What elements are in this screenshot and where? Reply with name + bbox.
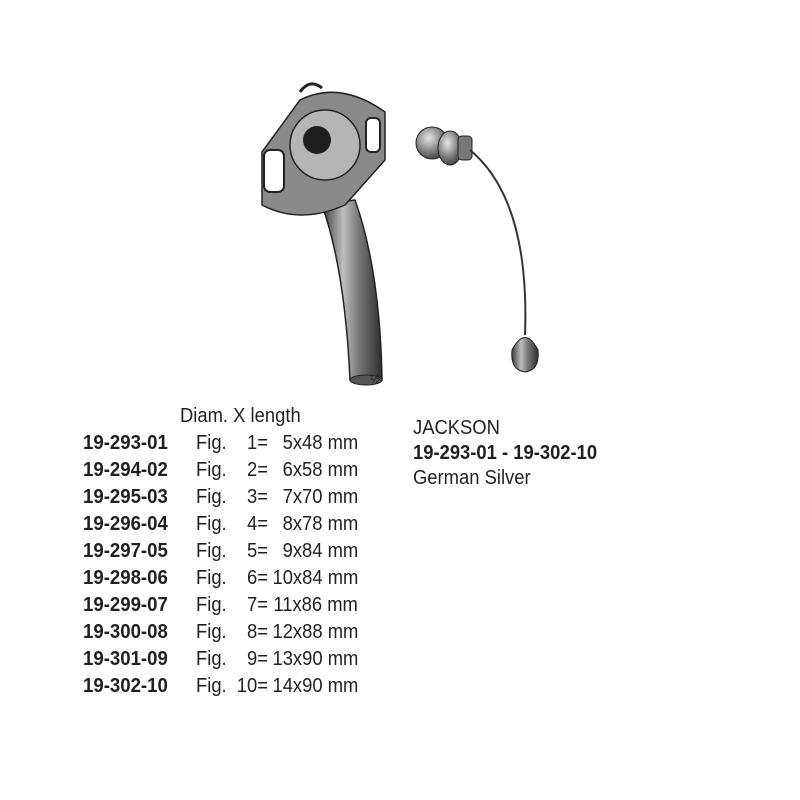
- size-value: 14x90 mm: [272, 675, 358, 697]
- size-value: 9x84 mm: [282, 540, 358, 562]
- plug-tip: [511, 337, 539, 373]
- table-row: 19-299-07 Fig. 7=11x86 mm: [83, 593, 373, 620]
- fig-label: Fig.: [196, 486, 227, 508]
- cannula-tube: [320, 199, 383, 381]
- table-header: Diam. X length: [180, 405, 301, 427]
- table-row: 19-297-05 Fig. 5= 9x84 mm: [83, 539, 373, 566]
- item-code: 19-300-08: [83, 621, 168, 643]
- item-code: 19-299-07: [83, 594, 168, 616]
- plug-stem: [457, 135, 473, 161]
- size-value: 12x88 mm: [272, 621, 358, 643]
- table-row: 19-296-04 Fig. 4= 8x78 mm: [83, 512, 373, 539]
- fig-label: Fig.: [196, 648, 227, 670]
- table-row: 19-301-09 Fig. 9=13x90 mm: [83, 647, 373, 674]
- item-code: 19-297-05: [83, 540, 168, 562]
- fig-number: 4=: [246, 513, 268, 535]
- product-info: JACKSON 19-293-01 - 19-302-10 German Sil…: [413, 416, 597, 491]
- fig-number: 5=: [246, 540, 268, 562]
- table-row: 19-300-08 Fig. 8=12x88 mm: [83, 620, 373, 647]
- tube-opening: [349, 374, 383, 386]
- product-code-range: 19-293-01 - 19-302-10: [413, 442, 598, 464]
- table-row: 19-294-02 Fig. 2= 6x58 mm: [83, 458, 373, 485]
- fig-label: Fig.: [196, 621, 227, 643]
- fig-label: Fig.: [196, 459, 227, 481]
- size-value: 6x58 mm: [282, 459, 358, 481]
- size-value: 11x86 mm: [273, 594, 358, 616]
- scale-label: ½: [370, 372, 381, 386]
- fig-label: Fig.: [196, 567, 227, 589]
- table-row: 19-295-03 Fig. 3= 7x70 mm: [83, 485, 373, 512]
- size-value: 13x90 mm: [272, 648, 358, 670]
- fig-label: Fig.: [196, 594, 227, 616]
- tube-lumen: [303, 126, 331, 154]
- fig-number: 1=: [246, 432, 268, 454]
- fig-label: Fig.: [196, 675, 227, 697]
- tracheostomy-tube-illustration: [261, 82, 539, 386]
- fig-label: Fig.: [196, 513, 227, 535]
- size-value: 7x70 mm: [282, 486, 358, 508]
- plug-chain: [469, 149, 527, 336]
- item-code: 19-294-02: [83, 459, 168, 481]
- tape-slot-right: [365, 117, 381, 153]
- fig-number: 7=: [246, 594, 268, 616]
- size-value: 10x84 mm: [272, 567, 358, 589]
- locking-latch: [298, 82, 323, 93]
- item-code: 19-296-04: [83, 513, 168, 535]
- item-code: 19-301-09: [83, 648, 168, 670]
- product-material: German Silver: [413, 467, 531, 489]
- product-name: JACKSON: [413, 417, 500, 439]
- size-value: 8x78 mm: [282, 513, 358, 535]
- fig-number: 10=: [236, 675, 268, 697]
- item-code: 19-302-10: [83, 675, 168, 697]
- table-row: 19-302-10 Fig. 10=14x90 mm: [83, 674, 373, 701]
- fig-number: 9=: [246, 648, 268, 670]
- item-code: 19-293-01: [83, 432, 168, 454]
- table-row: 19-293-01 Fig. 1= 5x48 mm: [83, 431, 373, 458]
- item-code: 19-298-06: [83, 567, 168, 589]
- fig-number: 2=: [246, 459, 268, 481]
- fig-number: 3=: [246, 486, 268, 508]
- item-code: 19-295-03: [83, 486, 168, 508]
- tape-slot-left: [263, 149, 285, 193]
- fig-label: Fig.: [196, 432, 227, 454]
- fig-label: Fig.: [196, 540, 227, 562]
- fig-number: 8=: [246, 621, 268, 643]
- size-value: 5x48 mm: [282, 432, 358, 454]
- fig-number: 6=: [246, 567, 268, 589]
- table-row: 19-298-06 Fig. 6=10x84 mm: [83, 566, 373, 593]
